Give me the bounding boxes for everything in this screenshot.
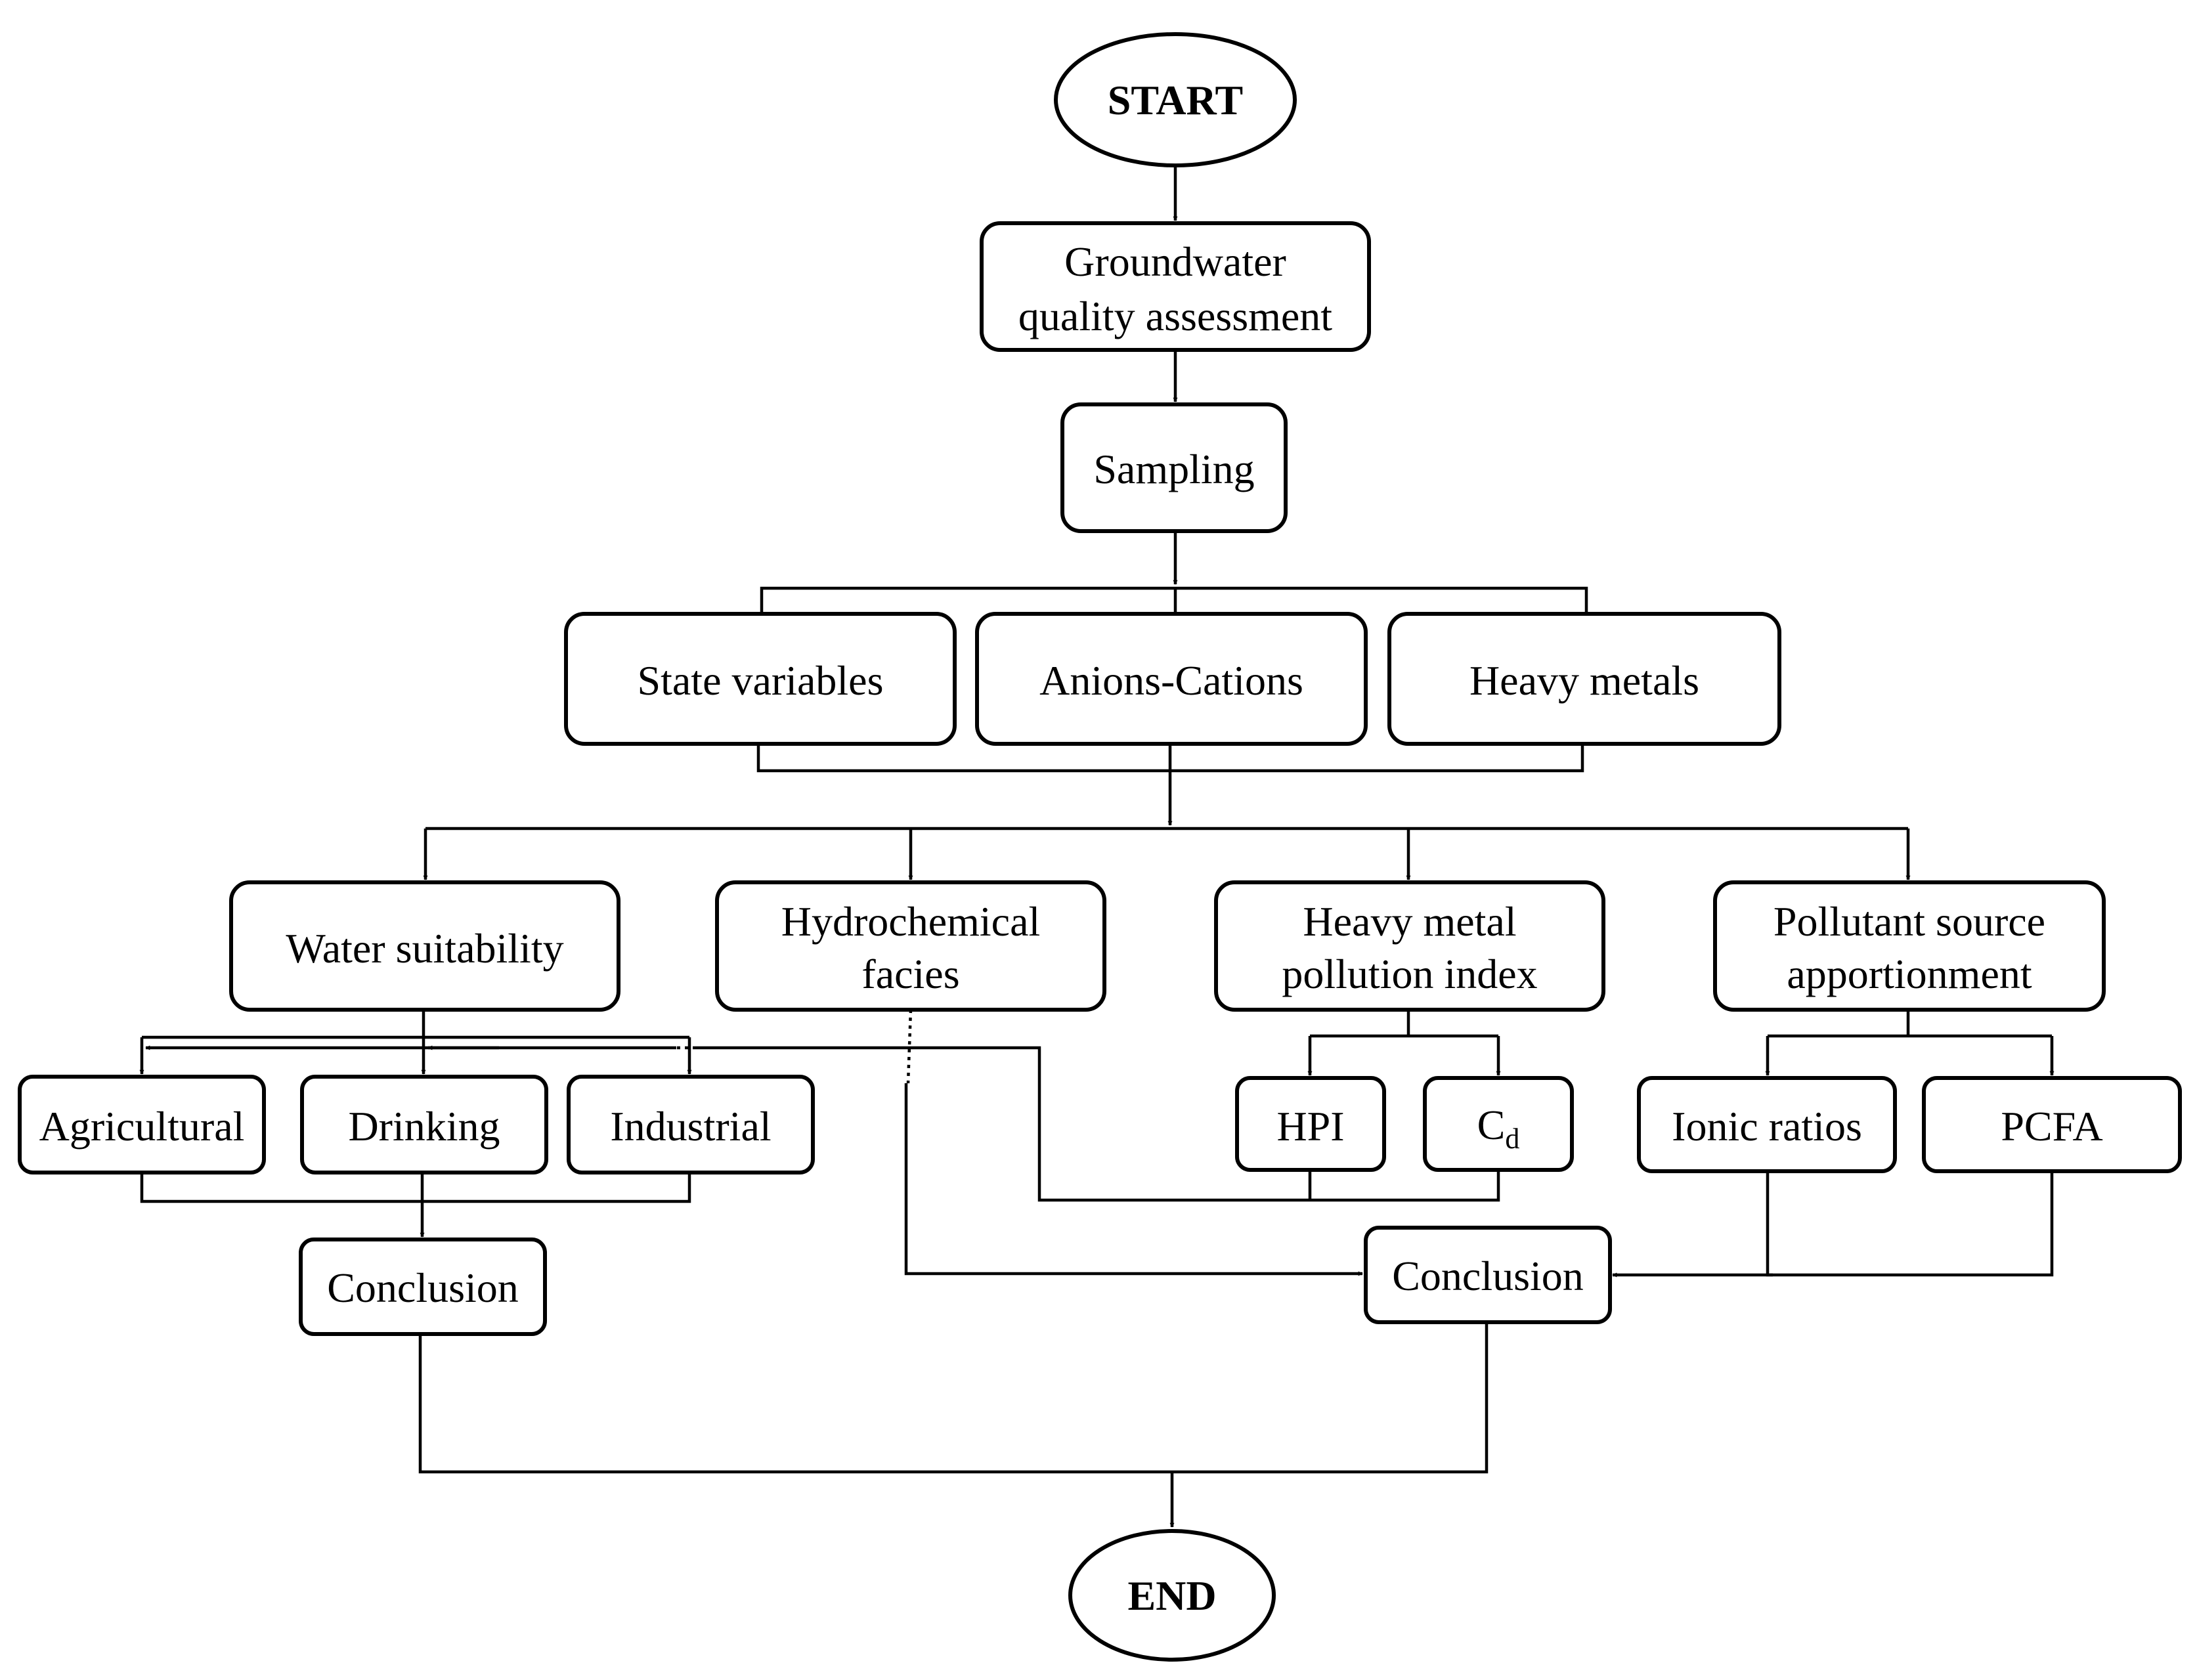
pcfa-node: PCFA	[1922, 1076, 2182, 1173]
agricultural-label: Agricultural	[39, 1103, 245, 1150]
hydrochemical-label-line1: Hydrochemical	[781, 898, 1041, 945]
heavy-metals-label: Heavy metals	[1469, 657, 1699, 704]
industrial-label: Industrial	[610, 1103, 771, 1150]
hpi-node: HPI	[1235, 1076, 1386, 1172]
bracket-usage-bottom	[140, 1173, 691, 1203]
start-node: START	[1054, 32, 1297, 167]
conclusion-left-node: Conclusion	[299, 1238, 547, 1336]
edge-hydro-to-conclusion	[904, 1083, 1363, 1276]
anions-cations-label: Anions-Cations	[1039, 657, 1303, 704]
ionic-ratios-node: Ionic ratios	[1637, 1076, 1897, 1173]
feedback-line	[696, 1046, 1500, 1202]
ionic-ratios-label: Ionic ratios	[1672, 1103, 1862, 1150]
cd-label-main: C	[1477, 1102, 1506, 1148]
sampling-node: Sampling	[1060, 402, 1288, 533]
sampling-label: Sampling	[1093, 446, 1254, 492]
heavy-metals-node: Heavy metals	[1387, 612, 1781, 746]
water-suitability-label: Water suitability	[286, 925, 563, 972]
connectors	[139, 167, 2055, 1528]
cd-label-subscript: d	[1505, 1123, 1519, 1155]
hmpi-label-line2: pollution index	[1282, 951, 1537, 997]
edge-conclusions-merge	[418, 1322, 1489, 1474]
hydrochemical-facies-node: Hydrochemical facies	[715, 880, 1106, 1012]
pcfa-label: PCFA	[2001, 1103, 2102, 1150]
end-node: END	[1068, 1529, 1276, 1662]
groundwater-assessment-node: Groundwater quality assessment	[980, 221, 1371, 352]
cd-label: Cd	[1477, 1102, 1520, 1155]
hmpi-label-line1: Heavy metal	[1303, 898, 1516, 945]
industrial-node: Industrial	[567, 1075, 815, 1174]
conclusion-right-label: Conclusion	[1392, 1253, 1584, 1299]
pollutant-label-line1: Pollutant source	[1773, 898, 2045, 945]
groundwater-label-line2: quality assessment	[1018, 293, 1332, 339]
drinking-label: Drinking	[348, 1103, 500, 1150]
agricultural-node: Agricultural	[18, 1075, 266, 1174]
water-suitability-node: Water suitability	[229, 880, 620, 1012]
conclusion-left-label: Conclusion	[327, 1264, 519, 1311]
hmpi-node: Heavy metal pollution index	[1214, 880, 1605, 1012]
hpi-label: HPI	[1276, 1103, 1344, 1150]
groundwater-label-line1: Groundwater	[1064, 238, 1286, 285]
start-label: START	[1108, 77, 1243, 123]
pollutant-source-node: Pollutant source apportionment	[1713, 880, 2106, 1012]
bracket-source-bottom	[1766, 1171, 2054, 1277]
anions-cations-node: Anions-Cations	[975, 612, 1368, 746]
cd-node: Cd	[1423, 1076, 1574, 1172]
conclusion-right-node: Conclusion	[1364, 1226, 1612, 1324]
state-variables-label: State variables	[638, 657, 884, 704]
drinking-node: Drinking	[300, 1075, 548, 1174]
state-variables-node: State variables	[564, 612, 957, 746]
hydrochemical-label-line2: facies	[861, 951, 959, 997]
end-label: END	[1127, 1572, 1216, 1619]
pollutant-label-line2: apportionment	[1787, 951, 2032, 997]
